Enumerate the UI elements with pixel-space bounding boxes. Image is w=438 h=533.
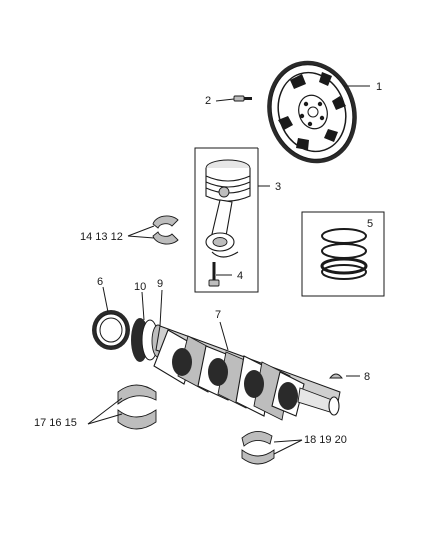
piston-rod-box — [194, 147, 259, 293]
callout-9: 9 — [157, 278, 163, 290]
callout-10: 10 — [134, 281, 146, 293]
rod-bolt — [208, 262, 220, 287]
callout-18-19-20: 18 19 20 — [304, 434, 347, 446]
thrust-bearing-shells — [241, 431, 275, 465]
callout-3: 3 — [275, 181, 281, 193]
callout-8: 8 — [364, 371, 370, 383]
callout-14-13-12: 14 13 12 — [80, 231, 123, 243]
flex-plate-bolt — [233, 95, 252, 102]
callout-17-16-15: 17 16 15 — [34, 417, 77, 429]
callout-7: 7 — [215, 309, 221, 321]
leader-lines — [87, 85, 370, 455]
flex-plate — [267, 60, 357, 164]
callout-2: 2 — [205, 95, 211, 107]
callout-1: 1 — [376, 81, 382, 93]
crankshaft — [153, 325, 341, 421]
callout-6: 6 — [97, 276, 103, 288]
piston-rings-box — [301, 211, 385, 297]
callout-labels: 1 2 3 4 5 6 7 8 9 10 14 13 12 17 16 15 1… — [34, 81, 382, 446]
rod-bearing-shells — [152, 215, 179, 245]
callout-5: 5 — [367, 218, 373, 230]
rear-main-seal — [92, 310, 130, 350]
callout-4: 4 — [237, 270, 243, 282]
main-bearing-shells — [117, 384, 157, 430]
piston-rings — [320, 228, 368, 280]
piston-and-connecting-rod — [205, 159, 251, 258]
crankshaft-key — [329, 373, 343, 379]
